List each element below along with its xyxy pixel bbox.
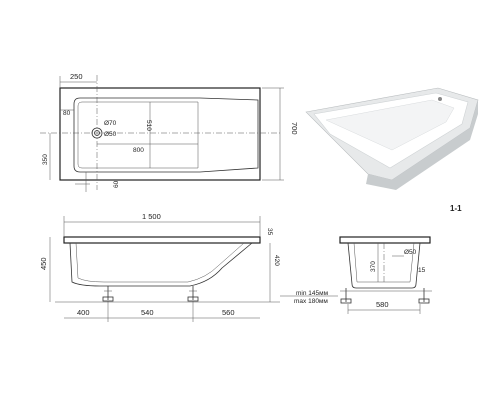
dim-60: 60 (113, 180, 120, 188)
section-view: 1-1 Ø50 370 15 580 (339, 204, 462, 314)
dim-leg-c: 560 (222, 308, 235, 317)
dim-drain-offset: 250 (70, 72, 83, 81)
dim-inner-length: 800 (133, 147, 144, 154)
section-inner (353, 242, 415, 283)
dim-rim: 35 (266, 228, 273, 236)
front-rim (63, 236, 261, 244)
section-label: 1-1 (450, 204, 462, 213)
dim-total-width: 700 (290, 122, 299, 135)
section-foot-1 (340, 298, 352, 304)
dim-side-350: 350 (42, 154, 49, 165)
label-min-height: min 145мм (296, 290, 329, 297)
label-max-height: max 180мм (294, 298, 328, 305)
dim-inner-depth: 370 (370, 261, 377, 272)
dim-depth: 420 (273, 255, 280, 266)
dim-total-length: 1 500 (142, 212, 161, 221)
top-inner-basin (73, 97, 259, 173)
dim-height: 450 (39, 257, 48, 270)
front-view: 1 500 450 420 35 400 540 560 min 145мм m… (39, 212, 338, 322)
dim-section-width: 580 (376, 300, 389, 309)
dim-rim-80: 80 (63, 110, 71, 117)
tub-drain-icon (438, 97, 442, 101)
dim-inner-width: 510 (145, 120, 152, 131)
top-view: 250 80 510 800 Ø70 Ø50 700 350 60 (40, 72, 299, 192)
top-outer-rim (59, 87, 261, 181)
overflow-icon (94, 130, 100, 136)
section-basin (347, 242, 421, 289)
label-drain-diameter: Ø50 (104, 131, 117, 138)
section-foot-2 (418, 298, 430, 304)
front-inner-body (75, 242, 245, 283)
dim-leg-a: 400 (77, 308, 90, 317)
top-basin-floor (77, 101, 199, 169)
section-rim (339, 236, 431, 244)
label-section-drain: Ø50 (404, 249, 417, 256)
drain-icon (91, 127, 103, 139)
front-body (69, 242, 253, 287)
tub-render (305, 87, 479, 190)
dim-15: 15 (418, 267, 426, 274)
label-overflow-diameter: Ø70 (104, 120, 117, 127)
dim-leg-b: 540 (141, 308, 154, 317)
tub-basin (325, 99, 455, 151)
tub-side-shadow (366, 100, 478, 190)
